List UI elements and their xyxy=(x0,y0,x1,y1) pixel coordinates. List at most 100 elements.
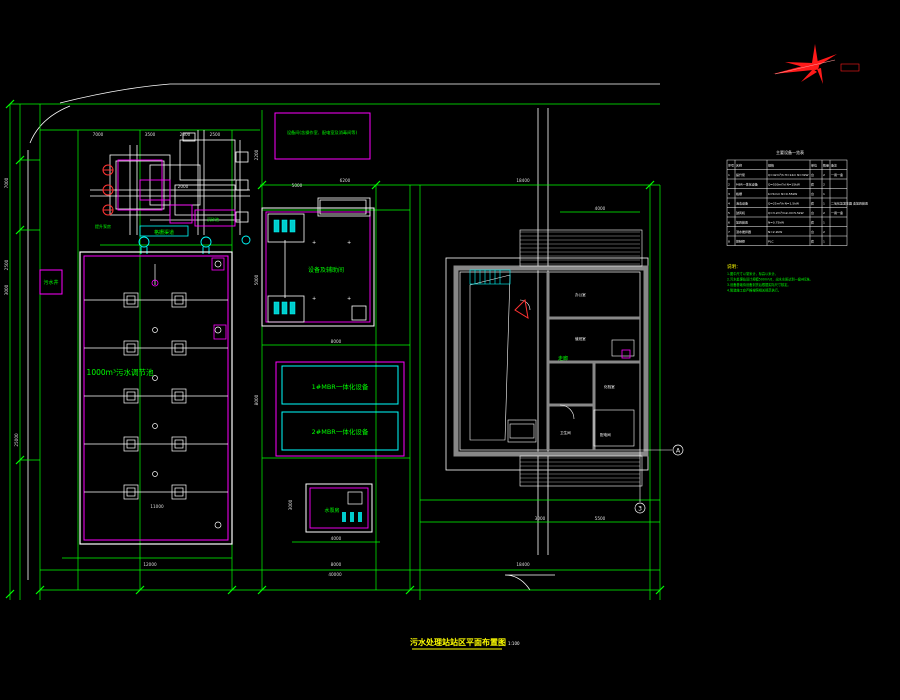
label-main-pool: 1000m³污水调节池 xyxy=(87,367,154,377)
table-cell: 台 xyxy=(811,172,814,177)
table-cell: 8 xyxy=(728,240,730,244)
table-cell: 潜水搅拌器 xyxy=(736,229,751,234)
dim-pool-w: 11000 xyxy=(150,504,164,509)
dim-left-c: 2800 xyxy=(180,132,191,137)
table-cell: PLC xyxy=(768,240,774,244)
table-cell: 7 xyxy=(728,230,730,234)
dim-mid-bottom: 8000 xyxy=(331,562,342,567)
equipment-room: 设备间(含操作室、配电室及消毒间等) + + + + 设备及辅助间 xyxy=(261,112,375,327)
table-cell: 2 xyxy=(823,211,825,215)
table-cell: 控制柜 xyxy=(736,239,745,244)
table-cell: 消毒设备 xyxy=(736,201,748,206)
table-cell: 1 xyxy=(823,202,825,206)
label-grit: 格栅渠道 xyxy=(154,229,174,236)
north-arrow-logo xyxy=(773,44,860,84)
dimension-ticks xyxy=(5,99,665,599)
mbr-block: 1#MBR一体化设备 2#MBR一体化设备 xyxy=(275,361,405,457)
dim-left-bottom: 12000 xyxy=(143,562,157,567)
table-cell: 套 xyxy=(811,220,814,225)
table-cell: Q=42m³/h H=12m N=3kW xyxy=(768,173,809,177)
drawing-title: 污水处理站站区平面布置图 xyxy=(410,637,506,647)
table-cell: 鼓风机 xyxy=(736,210,745,215)
table-header-cell: 单位 xyxy=(811,163,817,168)
table-cell: 2 xyxy=(728,183,730,187)
label-mbr-2: 2#MBR一体化设备 xyxy=(312,427,369,436)
table-cell: 一用一备 xyxy=(831,210,843,215)
notes-title: 说明： xyxy=(727,263,741,270)
pump-symbols xyxy=(138,235,251,254)
label-well: 污水井 xyxy=(43,279,58,286)
table-cell: 2 xyxy=(823,183,825,187)
dimension-lines xyxy=(9,103,661,600)
table-cell: N=0.75kW xyxy=(768,221,784,225)
dim-v2: 2500 xyxy=(4,259,9,270)
table-cell: b=5mm N=0.55kW xyxy=(768,192,797,196)
svg-text:+: + xyxy=(347,296,351,302)
label-bldg-room5: 配电间 xyxy=(600,432,611,437)
logo-tag xyxy=(840,63,860,72)
svg-text:+: + xyxy=(312,240,316,246)
dim-small-w: 4000 xyxy=(331,536,342,541)
main-pool: 1000m³污水调节池 xyxy=(79,251,233,545)
table-cell: 台 xyxy=(811,210,814,215)
valve-symbols xyxy=(102,164,114,216)
dim-v1: 7000 xyxy=(4,177,9,188)
dim-right-c: 5500 xyxy=(595,516,606,521)
svg-text:+: + xyxy=(312,296,316,302)
table-cell: N=2.2kW xyxy=(768,230,782,234)
label-note-box: 设备间(含操作室、配电室及消毒间等) xyxy=(287,129,358,136)
table-cell: 1 xyxy=(823,221,825,225)
table-cell: 2 xyxy=(823,230,825,234)
table-header-cell: 规格 xyxy=(768,163,774,168)
table-cell: 加药装置 xyxy=(736,220,748,225)
label-bldg-room4: 卫生间 xyxy=(560,430,571,435)
label-bldg-room2: 值班室 xyxy=(575,336,586,341)
table-cell: 二氧化氯发生器 含加药装置 xyxy=(831,201,868,206)
table-cell: Q=3.2m³/min N=5.5kW xyxy=(768,211,804,215)
table-cell: 6 xyxy=(728,221,730,225)
label-bldg-mid: 走廊 xyxy=(558,355,568,362)
table-header-cell: 数量 xyxy=(823,163,829,168)
label-small-room: 水泵房 xyxy=(324,507,339,514)
label-equip-room: 设备及辅助间 xyxy=(308,266,344,274)
table-cell: 1 xyxy=(728,173,730,177)
label-sand: 沉砂池 xyxy=(207,216,219,222)
dimension-texts: 40000 18400 18400 12000 8000 6200 5000 8… xyxy=(4,132,606,577)
table-cell: 套 xyxy=(811,201,814,206)
table-cell: 台 xyxy=(811,229,814,234)
svg-text:+: + xyxy=(347,240,351,246)
dim-left-a: 7000 xyxy=(93,132,104,137)
door-symbol xyxy=(514,298,529,320)
table-header-cell: 序号 xyxy=(728,163,734,168)
table-cell: 格栅 xyxy=(736,191,742,196)
dim-v4: 5000 xyxy=(254,274,259,285)
outside-well: 污水井 xyxy=(39,269,63,295)
label-pump-left: 提升泵房 xyxy=(95,223,111,229)
note-line: 3.设备基础待设备到货后根据实际尺寸核定。 xyxy=(727,282,791,287)
table-cell: Q=25m³/h N=1.5kW xyxy=(768,202,799,206)
dim-v5: 2200 xyxy=(254,149,259,160)
dim-small-h: 3000 xyxy=(288,499,293,510)
dim-mbr-w: 8000 xyxy=(331,339,342,344)
table-cell: 4 xyxy=(728,202,730,206)
table-cell: 台 xyxy=(811,191,814,196)
dim-equip-w: 6200 xyxy=(340,178,351,183)
table-header-cell: 备注 xyxy=(831,163,837,168)
dim-left-e: 2000 xyxy=(178,184,189,189)
dim-v6: 8000 xyxy=(254,394,259,405)
grit-channel: 格栅渠道 沉砂池 提升泵房 xyxy=(95,216,219,237)
table-cell: 2 xyxy=(823,173,825,177)
table-cell: MBR一体化设备 xyxy=(736,182,758,187)
dim-pool-h: 25000 xyxy=(14,433,19,447)
dim-right-a: 4000 xyxy=(595,206,606,211)
pipe-cluster-magenta xyxy=(117,159,236,227)
table-cell: 套 xyxy=(811,182,814,187)
note-line: 2.污水处理站设计规模500m³/d，出水水质达到一级A标准。 xyxy=(727,277,813,282)
label-mbr-1: 1#MBR一体化设备 xyxy=(312,382,369,391)
equip-pumps xyxy=(273,219,296,315)
table-title: 主要设备一览表 xyxy=(776,149,804,155)
axis-bubbles: A 3 xyxy=(634,444,684,514)
dim-right-bottom: 18400 xyxy=(516,562,530,567)
axis-a-label: A xyxy=(676,448,681,455)
